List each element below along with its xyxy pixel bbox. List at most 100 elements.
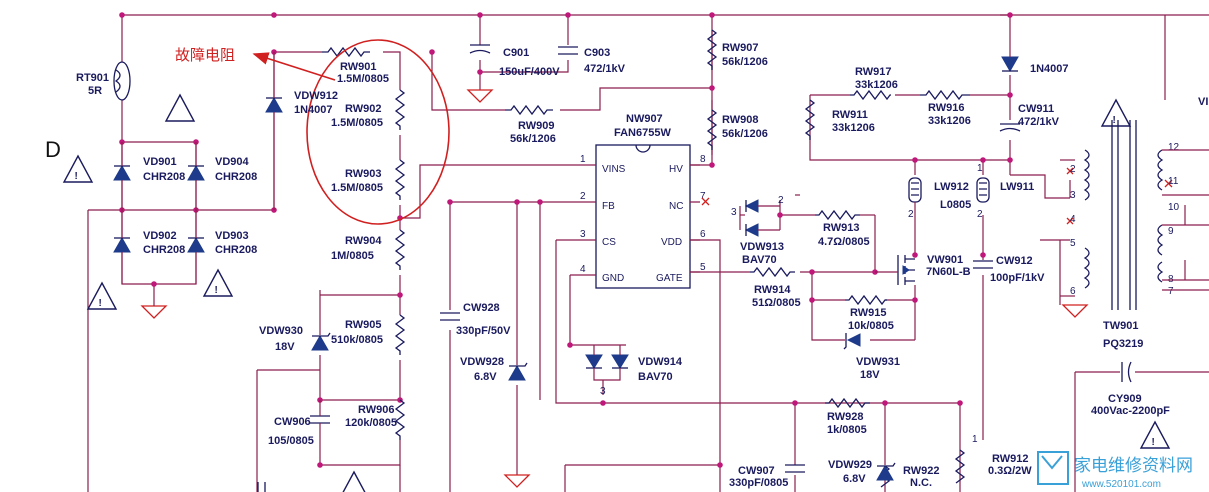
vdw914-symbol — [585, 345, 629, 381]
vdw913-pin-2: 2 — [778, 195, 784, 206]
cw911-ref: CW911 — [1018, 103, 1054, 115]
cy909-ref: CY909 — [1108, 393, 1142, 405]
fault-highlight-ellipse — [306, 39, 450, 225]
rw915-ref: RW915 — [850, 307, 886, 319]
rw914-symbol — [750, 266, 795, 278]
rw917-symbol — [850, 89, 891, 101]
rw916-symbol — [920, 89, 970, 101]
cw912-value: 100pF/1kV — [990, 272, 1045, 284]
vd902-ref: VD902 — [143, 230, 177, 242]
ic-pin-num-1: 1 — [580, 154, 586, 165]
lw911-pin-1: 1 — [977, 163, 983, 174]
rw907-value: 56k/1206 — [722, 56, 768, 68]
svg-text:!: ! — [75, 171, 78, 182]
rt901-value: 5R — [88, 85, 102, 97]
rw903-symbol — [394, 159, 406, 200]
section-letter: D — [45, 137, 61, 162]
watermark-title: 家电维修资料网 — [1074, 456, 1193, 476]
ic-pin-num-5: 5 — [700, 262, 706, 273]
tw-pin-4: 4 — [1070, 214, 1076, 225]
rw917-ref: RW917 — [855, 66, 891, 78]
cy909-symbol — [1121, 361, 1132, 383]
component-labels: D RT901 5R VDW912 1N4007 RW901 1.5M/0805… — [45, 42, 1208, 489]
cy909-value: 400Vac-2200pF — [1091, 405, 1170, 417]
vd902-value: CHR208 — [143, 244, 185, 256]
rw928-ref: RW928 — [827, 411, 863, 423]
vdw-1n4007-symbol — [1001, 45, 1019, 73]
warning-icon: ! — [164, 0, 196, 122]
rw912-symbol — [954, 449, 966, 484]
rw913-value: 4.7Ω/0805 — [818, 236, 870, 248]
rw908-ref: RW908 — [722, 114, 758, 126]
warning-icons: ! ! ! ! ! ! — [62, 0, 1171, 492]
rw909-symbol — [505, 104, 553, 116]
rw916-value: 33k1206 — [928, 115, 971, 127]
vdw913-pin-3: 3 — [731, 207, 737, 218]
cw928-ref: CW928 — [463, 302, 500, 314]
ic-pin-num-2: 2 — [580, 191, 586, 202]
rw901-value: 1.5M/0805 — [337, 73, 389, 85]
watermark-url: www.520101.com — [1081, 479, 1161, 490]
vdw930-symbol — [311, 332, 331, 351]
c901-ref: C901 — [503, 47, 529, 59]
rw909-value: 56k/1206 — [510, 133, 556, 145]
tw-pin-2: 2 — [1070, 164, 1076, 175]
lw912-pin-2: 2 — [908, 209, 914, 220]
vdw912-value: 1N4007 — [294, 104, 333, 116]
rw913-symbol — [815, 209, 860, 221]
svg-text:!: ! — [177, 0, 180, 3]
tw-pin-12: 12 — [1168, 142, 1180, 153]
vd902-symbol — [113, 210, 131, 284]
inductors — [908, 177, 990, 230]
watermark-logo — [1037, 451, 1069, 485]
warning-icon: ! — [1139, 420, 1171, 449]
rw911-value: 33k1206 — [832, 122, 875, 134]
cw911-value: 472/1kV — [1018, 116, 1060, 128]
ic-pin-nc: NC — [669, 201, 683, 212]
rw922-ref: RW922 — [903, 465, 939, 477]
cw906-symbol — [310, 400, 330, 430]
rw909-ref: RW909 — [518, 120, 554, 132]
rw908-symbol — [706, 109, 718, 150]
rw902-symbol — [394, 89, 406, 130]
mosfet-vw901 — [875, 255, 915, 285]
rw905-ref: RW905 — [345, 319, 381, 331]
cap-bottom-left — [257, 482, 266, 492]
transformer-tw901: 2 3 4 5 6 12 11 10 9 8 7 — [1066, 120, 1209, 310]
watermark: 家电维修资料网 www.520101.com — [1037, 451, 1193, 490]
rw915-symbol — [845, 294, 887, 306]
svg-text:!: ! — [1152, 437, 1155, 448]
rw928-symbol — [825, 397, 870, 409]
ic-nw907: VINS FB CS GND HV NC VDD GATE 1 2 3 4 8 … — [580, 144, 710, 289]
rw913-ref: RW913 — [823, 222, 859, 234]
fault-annotation-label: 故障电阻 — [175, 46, 235, 64]
cw907-ref: CW907 — [738, 465, 775, 477]
rw904-ref: RW904 — [345, 235, 382, 247]
rw904-symbol — [394, 229, 406, 270]
rw906-ref: RW906 — [358, 404, 394, 416]
rw911-symbol — [804, 99, 816, 140]
ic-pin-num-4: 4 — [580, 264, 586, 275]
vdw913-symbol — [739, 199, 780, 237]
vd904-ref: VD904 — [215, 156, 250, 168]
rw914-ref: RW914 — [754, 284, 791, 296]
rw906-symbol — [394, 399, 406, 440]
cw911-symbol — [999, 123, 1021, 132]
cw928-symbol — [440, 312, 460, 321]
vdw931-ref: VDW931 — [856, 356, 900, 368]
vdw928-ref: VDW928 — [460, 356, 504, 368]
tw901-value: PQ3219 — [1103, 338, 1143, 350]
ic-pin-num-7: 7 — [700, 191, 706, 202]
rw906-value: 120k/0805 — [345, 417, 397, 429]
vdw929-value: 6.8V — [843, 473, 866, 485]
tw-pin-3: 3 — [1070, 190, 1076, 201]
ic-pin-vins: VINS — [602, 164, 626, 175]
rw902-ref: RW902 — [345, 103, 381, 115]
vdw930-value: 18V — [275, 341, 295, 353]
ic-pin-gnd: GND — [602, 273, 624, 284]
rw901-symbol — [322, 46, 370, 58]
rw907-symbol — [706, 29, 718, 70]
rw928-value: 1k/0805 — [827, 424, 867, 436]
cw912-symbol — [973, 260, 993, 269]
svg-text:!: ! — [215, 285, 218, 296]
